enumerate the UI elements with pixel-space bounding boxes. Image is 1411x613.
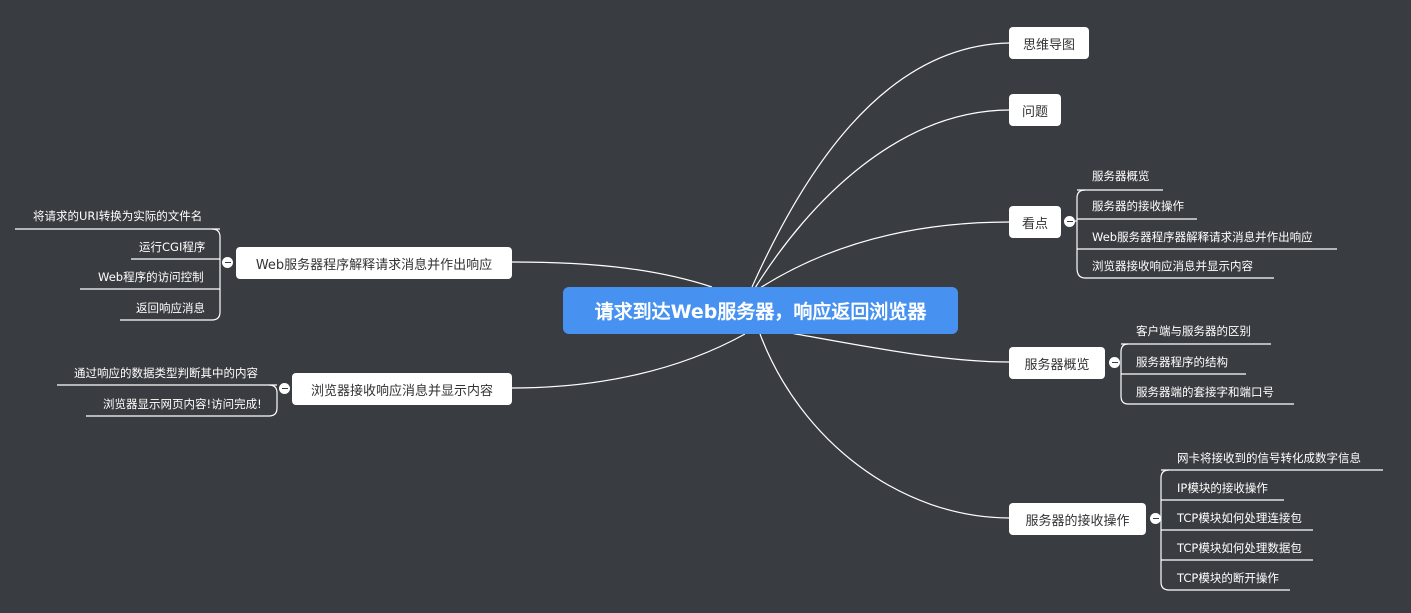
leaf-web-3[interactable]: Web程序的访问控制 bbox=[98, 270, 204, 284]
node-browser[interactable]: 浏览器接收响应消息并显示内容 bbox=[292, 373, 512, 405]
node-question[interactable]: 问题 bbox=[1009, 94, 1061, 126]
collapse-overview-icon[interactable] bbox=[1109, 357, 1120, 368]
collapse-web-server-icon[interactable] bbox=[222, 257, 233, 268]
node-highlights[interactable]: 看点 bbox=[1009, 206, 1061, 238]
leaf-receive-3[interactable]: TCP模块如何处理连接包 bbox=[1177, 511, 1302, 525]
node-overview[interactable]: 服务器概览 bbox=[1009, 347, 1105, 379]
node-web-server[interactable]: Web服务器程序解释请求消息并作出响应 bbox=[236, 247, 512, 279]
leaf-web-1[interactable]: 将请求的URI转换为实际的文件名 bbox=[33, 209, 203, 223]
leaf-receive-5[interactable]: TCP模块的断开操作 bbox=[1177, 571, 1279, 585]
node-mindmap[interactable]: 思维导图 bbox=[1009, 27, 1089, 59]
leaf-receive-4[interactable]: TCP模块如何处理数据包 bbox=[1177, 541, 1302, 555]
leaf-browser-1[interactable]: 通过响应的数据类型判断其中的内容 bbox=[74, 366, 258, 380]
central-topic[interactable]: 请求到达Web服务器，响应返回浏览器 bbox=[563, 287, 958, 334]
leaf-web-2[interactable]: 运行CGI程序 bbox=[139, 240, 206, 254]
collapse-browser-icon[interactable] bbox=[279, 383, 290, 394]
leaf-highlights-1[interactable]: 服务器概览 bbox=[1092, 169, 1150, 183]
leaf-overview-1[interactable]: 客户端与服务器的区别 bbox=[1136, 324, 1251, 338]
collapse-receive-icon[interactable] bbox=[1150, 513, 1161, 524]
leaf-receive-2[interactable]: IP模块的接收操作 bbox=[1177, 481, 1268, 495]
leaf-overview-2[interactable]: 服务器程序的结构 bbox=[1136, 355, 1228, 369]
node-receive[interactable]: 服务器的接收操作 bbox=[1009, 503, 1146, 535]
leaf-browser-2[interactable]: 浏览器显示网页内容!访问完成! bbox=[103, 397, 262, 411]
leaf-highlights-2[interactable]: 服务器的接收操作 bbox=[1092, 199, 1184, 213]
leaf-web-4[interactable]: 返回响应消息 bbox=[136, 301, 205, 315]
leaf-overview-3[interactable]: 服务器端的套接字和端口号 bbox=[1136, 385, 1274, 399]
leaf-highlights-4[interactable]: 浏览器接收响应消息并显示内容 bbox=[1092, 259, 1253, 273]
leaf-highlights-3[interactable]: Web服务器程序器解释请求消息并作出响应 bbox=[1092, 230, 1313, 244]
collapse-highlights-icon[interactable] bbox=[1064, 216, 1075, 227]
leaf-receive-1[interactable]: 网卡将接收到的信号转化成数字信息 bbox=[1177, 451, 1361, 465]
